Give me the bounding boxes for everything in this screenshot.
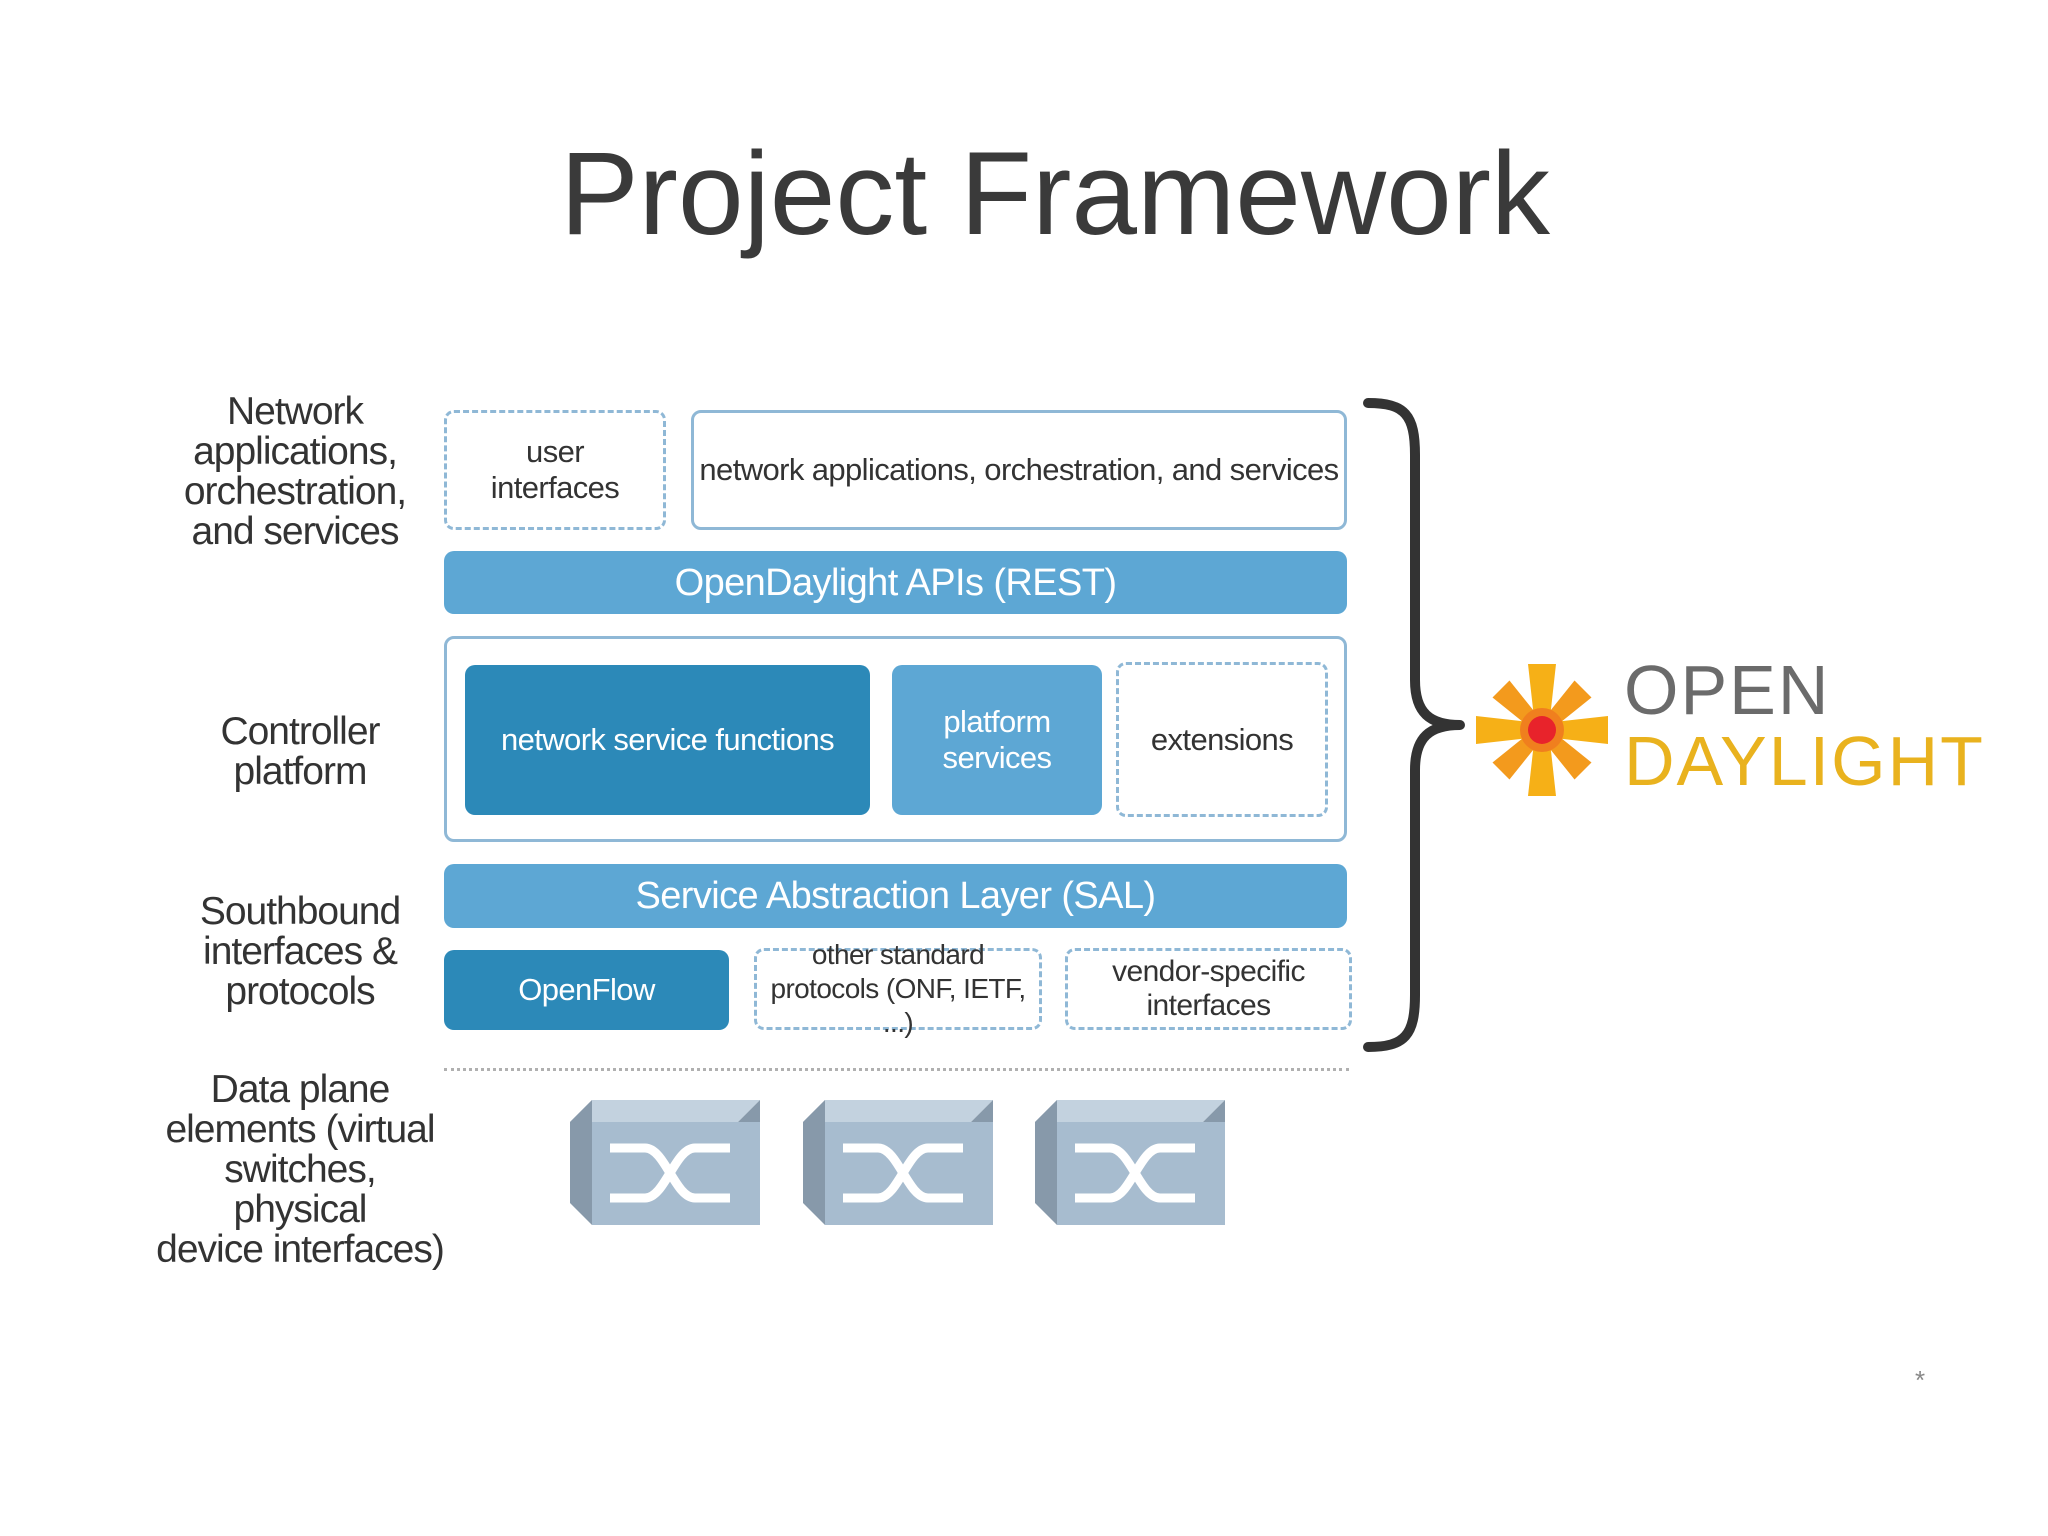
opendaylight-logo-icon — [1476, 664, 1608, 796]
label-controller-platform: Controller platform — [180, 712, 420, 792]
label-line: switches, physical — [224, 1148, 376, 1231]
box-line: platform — [943, 704, 1051, 739]
curly-brace-icon — [1363, 398, 1465, 1052]
user-interfaces-box: user interfaces — [444, 410, 666, 530]
box-line: user — [526, 434, 585, 469]
network-service-functions-box: network service functions — [465, 665, 870, 815]
service-abstraction-layer-band: Service Abstraction Layer (SAL) — [444, 864, 1347, 928]
label-line: protocols — [225, 970, 375, 1013]
vendor-interfaces-box: vendor-specific interfaces — [1065, 948, 1352, 1030]
label-network-applications: Network applications, orchestration, and… — [170, 392, 420, 552]
label-line: applications, — [193, 430, 398, 473]
label-line: Southbound — [199, 890, 401, 933]
box-line: services — [942, 740, 1053, 775]
switch-icon — [570, 1100, 760, 1225]
label-line: interfaces & — [203, 930, 398, 973]
box-line: other standard — [811, 939, 985, 970]
label-line: device interfaces) — [156, 1228, 445, 1271]
box-line: vendor-specific — [1112, 955, 1305, 988]
network-applications-box: network applications, orchestration, and… — [691, 410, 1347, 530]
switch-icon — [1035, 1100, 1225, 1225]
extensions-box: extensions — [1116, 662, 1328, 817]
label-data-plane: Data plane elements (virtual switches, p… — [155, 1070, 445, 1270]
page-title: Project Framework — [559, 128, 1551, 260]
label-line: Controller — [220, 710, 380, 753]
platform-services-box: platform services — [892, 665, 1102, 815]
box-line: protocols (ONF, IETF, ...) — [770, 973, 1026, 1038]
switch-icon — [803, 1100, 993, 1225]
footnote-marker: * — [1915, 1365, 1926, 1395]
box-line: interfaces — [1146, 989, 1271, 1022]
openflow-box: OpenFlow — [444, 950, 729, 1030]
label-southbound: Southbound interfaces & protocols — [180, 892, 420, 1012]
data-plane-separator — [444, 1068, 1349, 1071]
label-line: orchestration, — [183, 470, 407, 513]
label-line: platform — [233, 750, 368, 793]
box-line: interfaces — [490, 470, 620, 505]
opendaylight-apis-band: OpenDaylight APIs (REST) — [444, 551, 1347, 614]
logo-text-open: OPEN — [1624, 651, 1831, 729]
other-protocols-box: other standard protocols (ONF, IETF, ...… — [754, 939, 1042, 1038]
label-line: elements (virtual — [165, 1108, 435, 1151]
label-line: Data plane — [210, 1068, 391, 1111]
logo-text-daylight: DAYLIGHT — [1624, 722, 1985, 800]
label-line: and services — [191, 510, 400, 553]
label-line: Network — [226, 390, 364, 433]
